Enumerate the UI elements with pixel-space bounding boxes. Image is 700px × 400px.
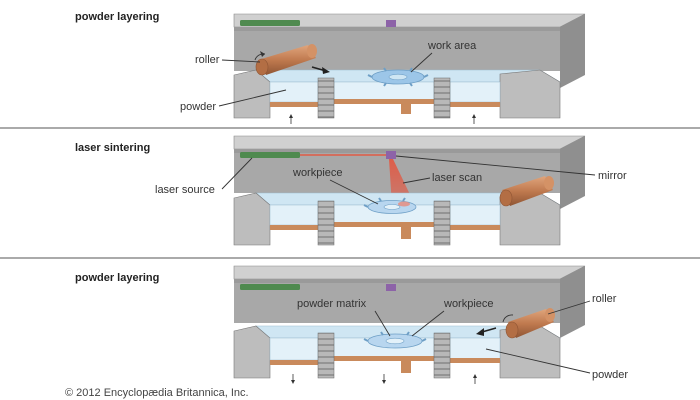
direction-arrow-icon [481, 327, 497, 333]
right-feed-chamber [449, 204, 501, 226]
right-strut [433, 332, 451, 379]
left-strut [317, 332, 335, 379]
label-roller: roller [592, 293, 617, 305]
machine-side-wall [560, 266, 585, 338]
left-feed-chamber [269, 337, 319, 361]
roller [505, 308, 555, 339]
right-piston [450, 225, 500, 230]
up-arrowhead-icon [289, 114, 293, 118]
down-arrowhead-icon [291, 380, 295, 384]
roller [255, 44, 317, 76]
leader-powder [218, 89, 287, 107]
leader-workpiece [329, 179, 379, 205]
label-roller: roller [195, 54, 220, 66]
label-powder-matrix: powder matrix [297, 298, 367, 310]
label-workpiece: workpiece [443, 298, 494, 310]
sintering-spot [398, 201, 410, 207]
right-piston [450, 102, 500, 107]
panel-2: laser sintering [75, 135, 627, 246]
build-piston [334, 356, 434, 361]
left-strut [317, 77, 335, 119]
label-laser-source: laser source [155, 184, 215, 196]
label-workpiece: workpiece [292, 167, 343, 179]
leader-powder-matrix [374, 310, 391, 337]
leader-work-area [410, 52, 433, 73]
mirror [386, 284, 396, 291]
machine-top-edge [234, 27, 560, 31]
left-feed-chamber [269, 204, 319, 226]
up-arrowhead-icon [473, 374, 477, 378]
left-piston [270, 102, 318, 107]
label-powder: powder [180, 101, 216, 113]
laser-source [240, 152, 300, 158]
left-piston [270, 225, 318, 230]
direction-arrowhead-icon [476, 328, 484, 336]
left-block [233, 325, 271, 379]
label-mirror: mirror [598, 170, 627, 182]
mirror [386, 20, 396, 27]
left-strut [317, 200, 335, 246]
leader-workpiece [411, 310, 445, 337]
mirror [386, 151, 396, 159]
right-strut [433, 77, 451, 119]
build-piston [334, 99, 434, 104]
left-block [233, 69, 271, 119]
panel-1: powder layering [75, 11, 586, 124]
label-work-area: work area [427, 40, 477, 52]
left-piston [270, 360, 318, 365]
panel-3-title: powder layering [75, 272, 159, 284]
leader-laser-source [221, 157, 253, 190]
panel-3: powder layering [75, 265, 628, 384]
build-piston-rod [401, 104, 411, 114]
build-piston [334, 222, 434, 227]
machine-top-edge [234, 149, 560, 153]
leader-mirror [395, 155, 596, 176]
rotation-arrow-icon [502, 314, 514, 323]
leader-roller [221, 59, 261, 63]
work-area-gear [367, 67, 429, 87]
left-block [233, 192, 271, 246]
up-arrowhead-icon [472, 114, 476, 118]
label-powder: powder [592, 369, 628, 381]
right-block [499, 69, 561, 119]
copyright-notice: © 2012 Encyclopædia Britannica, Inc. [65, 387, 249, 399]
build-piston-rod [401, 227, 411, 239]
machine-top-plate [233, 135, 586, 150]
leader-laser-scan [402, 177, 431, 184]
machine-top-plate [233, 265, 586, 280]
build-piston-rod [401, 361, 411, 373]
rotation-arrowhead-icon [260, 51, 265, 57]
laser-source [240, 284, 300, 290]
label-laser-scan: laser scan [432, 172, 482, 184]
right-piston [450, 358, 500, 363]
workpiece-gear [363, 197, 417, 214]
panel-2-title: laser sintering [75, 142, 150, 154]
leader-roller [547, 300, 591, 315]
machine-top-edge [234, 279, 560, 283]
roller [499, 176, 554, 207]
direction-arrowhead-icon [322, 67, 330, 74]
down-arrowhead-icon [382, 380, 386, 384]
leader-powder [485, 348, 591, 374]
laser-source [240, 20, 300, 26]
right-feed-chamber [449, 337, 501, 361]
right-feed-chamber [449, 81, 501, 103]
workpiece-gear [363, 331, 427, 349]
panel-1-title: powder layering [75, 11, 159, 23]
machine-side-wall [560, 14, 585, 88]
right-strut [433, 200, 451, 246]
